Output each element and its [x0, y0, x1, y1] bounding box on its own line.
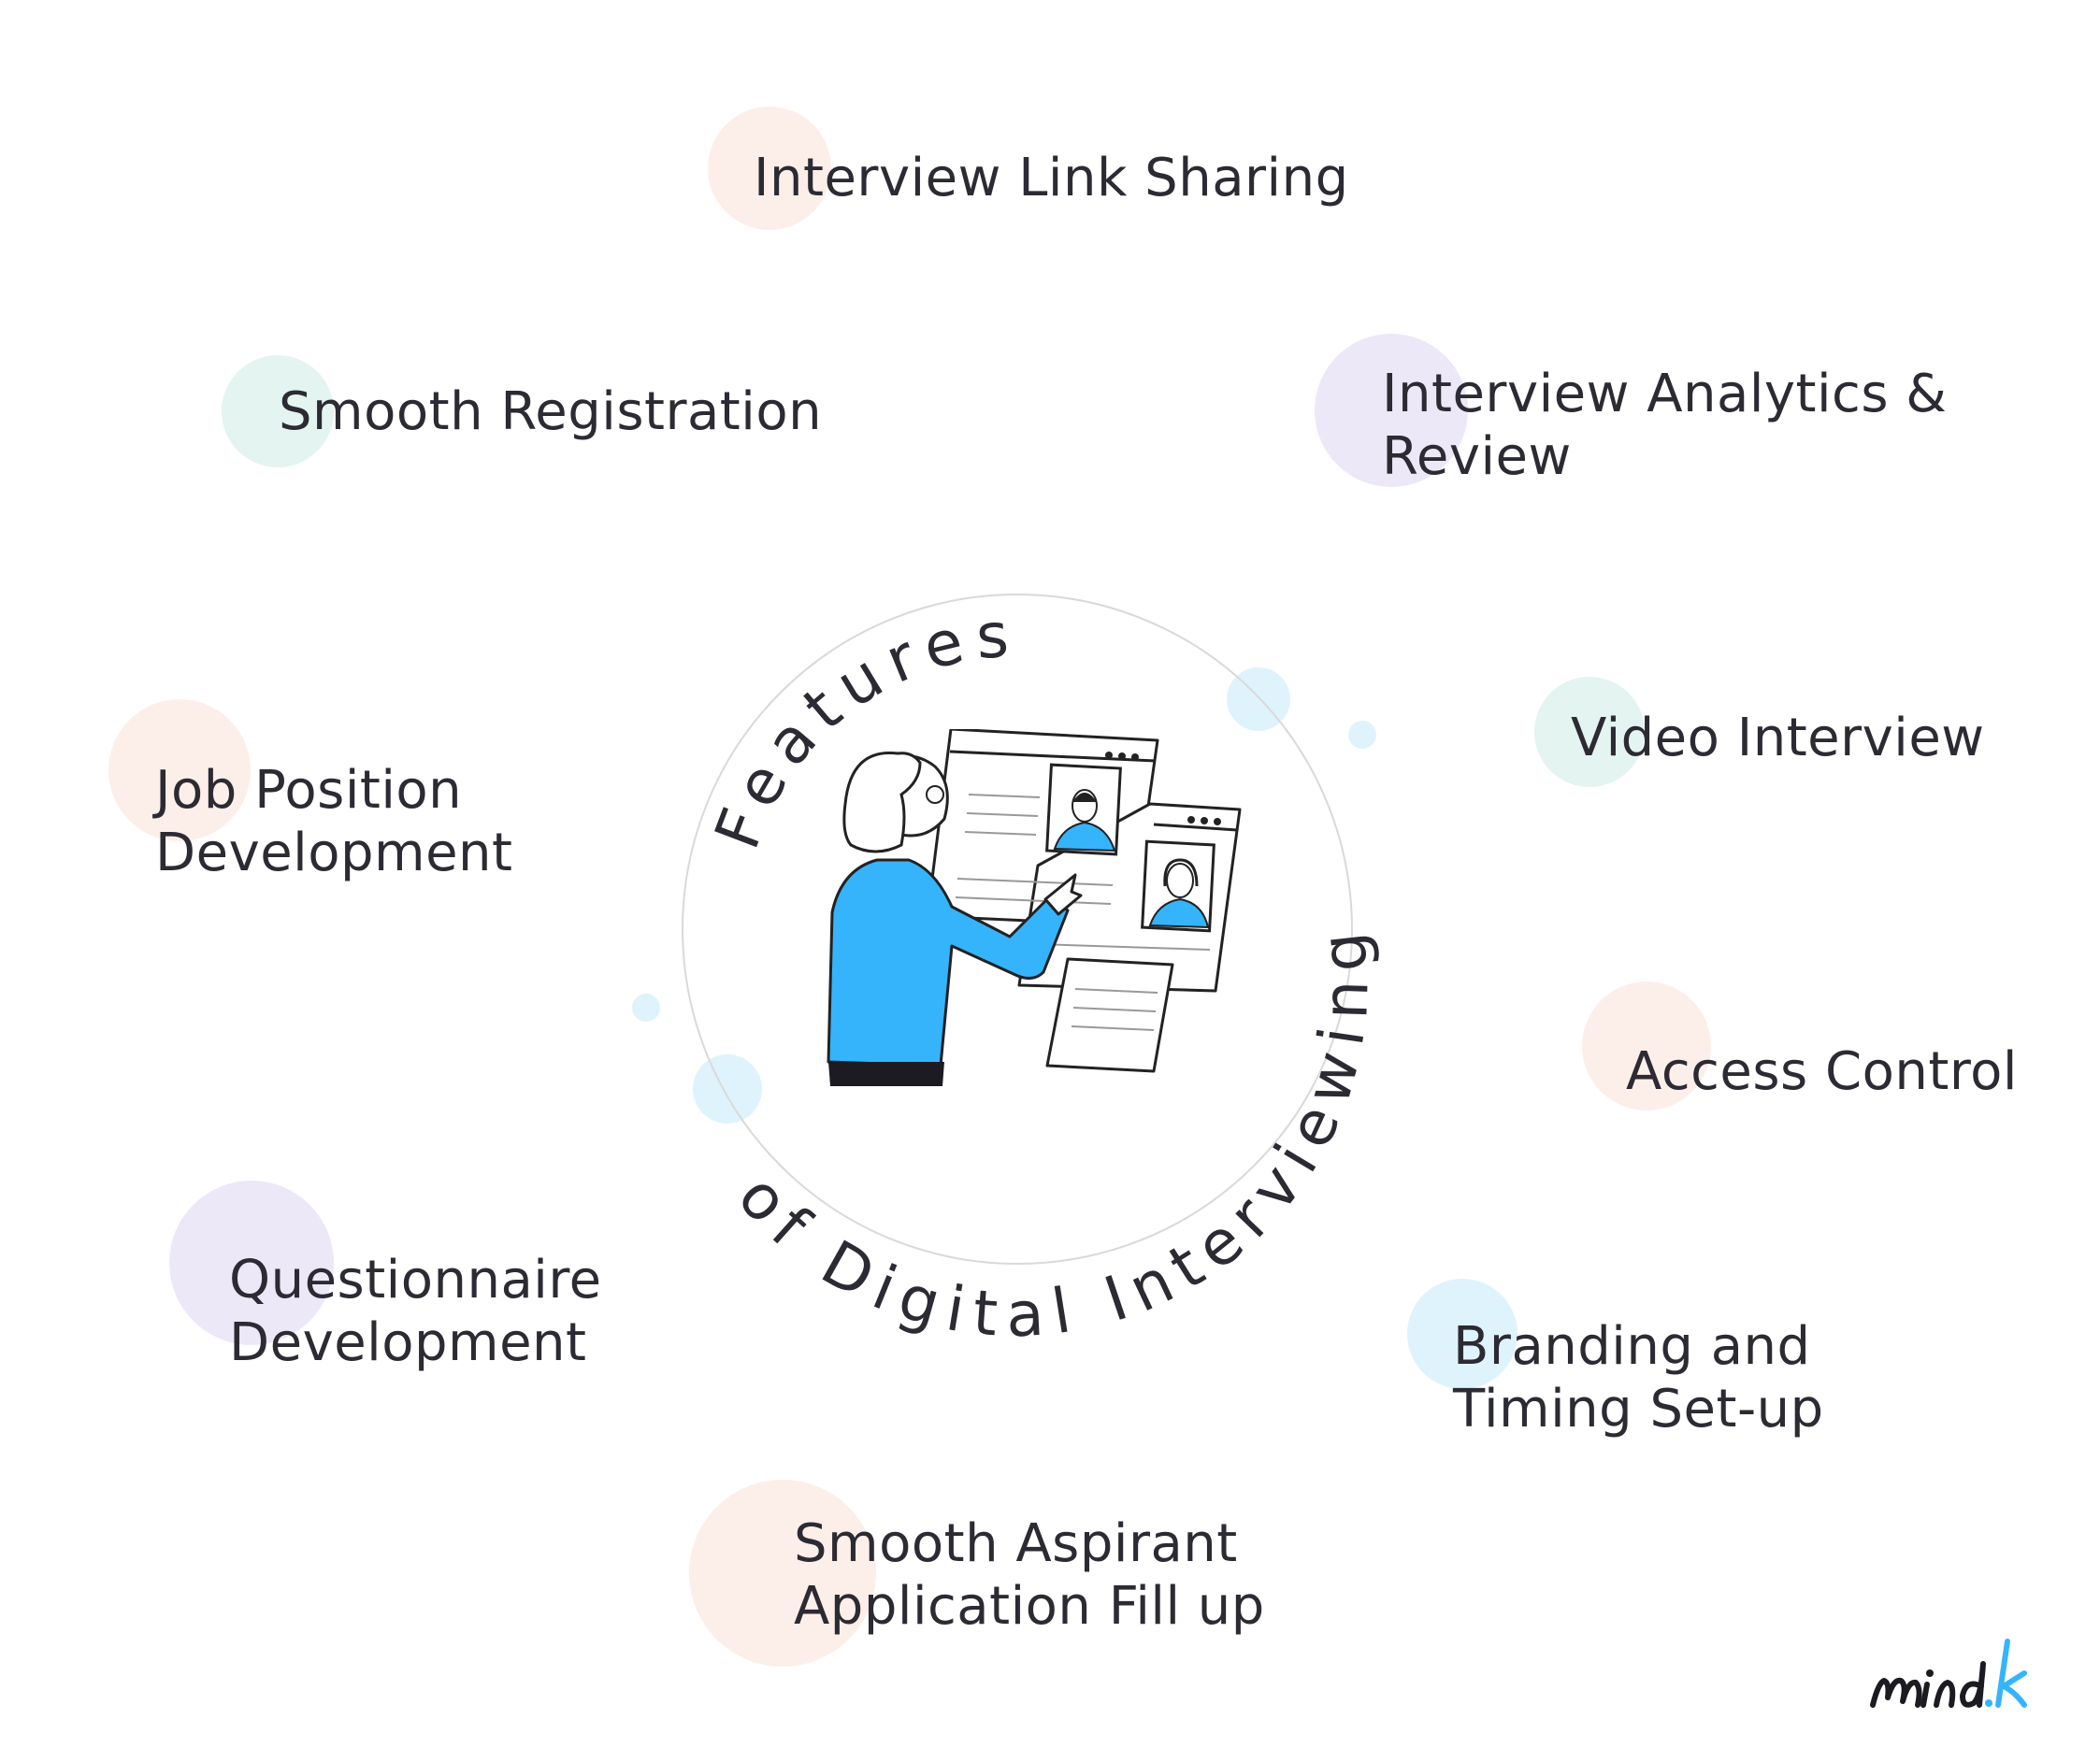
feature-interview-analytics: Interview Analytics & Review	[1382, 363, 1947, 488]
blob-job-position	[108, 699, 251, 841]
feature-line: Smooth Aspirant	[794, 1513, 1238, 1574]
feature-branding-timing: Branding and Timing Set-up	[1453, 1315, 1824, 1440]
blob-aspirant	[689, 1480, 876, 1667]
mindk-logo	[1870, 1639, 2027, 1708]
blob-access-control	[1582, 981, 1711, 1110]
feature-line: Job Position	[155, 760, 463, 821]
feature-line: Development	[229, 1312, 587, 1373]
feature-interview-link-sharing: Interview Link Sharing	[754, 147, 1349, 209]
dot-3	[632, 994, 660, 1022]
feature-video-interview: Video Interview	[1571, 707, 1985, 769]
blob-analytics	[1315, 334, 1468, 487]
feature-line: Smooth Registration	[279, 381, 823, 442]
dot-2	[1348, 721, 1376, 749]
person-at-screens-illustration	[827, 729, 1242, 1086]
feature-access-control: Access Control	[1626, 1040, 2018, 1103]
blob-branding	[1407, 1279, 1517, 1389]
blob-questionnaire	[169, 1181, 334, 1345]
feature-line: Questionnaire	[229, 1250, 602, 1311]
feature-line: Development	[155, 823, 513, 883]
blob-registration	[222, 355, 334, 467]
feature-line: Interview Link Sharing	[754, 148, 1349, 208]
feature-questionnaire: Questionnaire Development	[229, 1249, 602, 1374]
blob-link-sharing	[708, 107, 831, 230]
feature-smooth-registration: Smooth Registration	[279, 380, 822, 443]
feature-line: Interview Analytics &	[1382, 364, 1948, 424]
blob-video-interview	[1534, 677, 1645, 787]
feature-job-position: Job Position Development	[155, 759, 513, 884]
feature-line: Application Fill up	[794, 1576, 1265, 1637]
feature-line: Video Interview	[1571, 708, 1985, 768]
dot-4	[693, 1054, 762, 1124]
feature-aspirant-application: Smooth Aspirant Application Fill up	[794, 1512, 1265, 1638]
feature-line: Access Control	[1626, 1041, 2018, 1102]
feature-line: Review	[1382, 426, 1572, 487]
feature-line: Timing Set-up	[1453, 1379, 1824, 1440]
feature-line: Branding and	[1453, 1316, 1811, 1377]
